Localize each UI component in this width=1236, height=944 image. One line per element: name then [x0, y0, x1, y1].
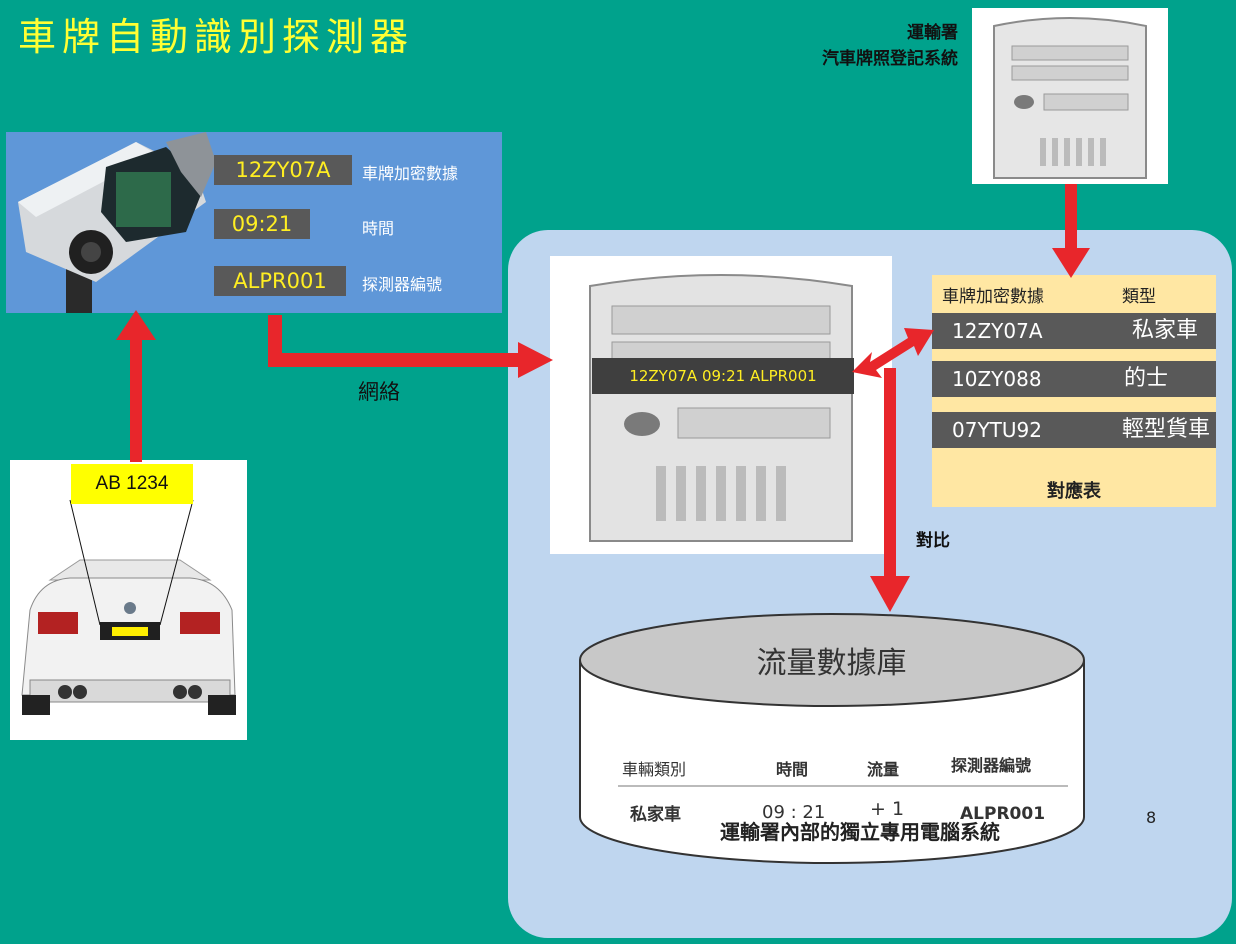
detector-id-label: 探測器編號 [362, 275, 443, 294]
db-value-detector: ALPR001 [960, 804, 1046, 824]
arrow-licensing-to-table [1065, 184, 1077, 254]
plate-callout-lines [69, 499, 194, 626]
mapping-type: 輕型貨車 [1121, 417, 1210, 442]
slide-title: 車牌自動識別探測器 [18, 15, 415, 59]
plate-data-label: 車牌加密數據 [362, 164, 459, 183]
arrow-network-horizontal [268, 353, 524, 367]
db-value-category: 私家車 [630, 805, 681, 825]
alpr-camera-illustration [18, 132, 216, 313]
mapping-table: 車牌加密數據 類型 12ZY07A 私家車 10ZY088 的士 07YTU92… [932, 275, 1216, 507]
mapping-row: 12ZY07A 私家車 [932, 313, 1216, 349]
detector-id-value: ALPR001 [214, 266, 346, 296]
mapping-type: 私家車 [1131, 318, 1198, 343]
mapping-row: 10ZY088 的士 [932, 361, 1216, 397]
compare-label: 對比 [916, 531, 950, 551]
db-header-time: 時間 [776, 760, 809, 779]
mapping-type: 的士 [1123, 366, 1168, 391]
slide-number: 8 [1146, 808, 1157, 827]
licensing-system-name: 汽車牌照登記系統 [822, 49, 958, 69]
traffic-database-cylinder [579, 613, 1085, 864]
db-header-category: 車輛類別 [622, 760, 687, 779]
mapping-plate: 12ZY07A [952, 319, 1043, 343]
time-label: 時間 [362, 219, 395, 238]
arrow-network-head [518, 342, 553, 378]
server-icon [993, 17, 1147, 179]
system-name: 運輸署內部的獨立專用電腦系統 [720, 820, 1000, 844]
db-header-detector: 探測器編號 [951, 756, 1032, 775]
network-label: 網絡 [358, 380, 400, 404]
central-server [550, 256, 892, 554]
licensing-server [972, 8, 1168, 184]
transport-dept-label: 運輸署 汽車牌照登記系統 [748, 20, 958, 72]
car-photo [10, 460, 247, 740]
database-title: 流量數據庫 [756, 646, 907, 681]
server-record-strip: 12ZY07A 09:21 ALPR001 [592, 358, 854, 394]
plate-callout-label: AB 1234 [71, 464, 193, 504]
db-header-flow: 流量 [867, 760, 900, 779]
transport-dept-name: 運輸署 [907, 23, 958, 43]
arrow-compare-to-database [884, 368, 896, 580]
mapping-header-plate: 車牌加密數據 [942, 287, 1044, 307]
mapping-table-caption: 對應表 [1047, 481, 1101, 502]
db-value-time: 09 : 21 [762, 802, 826, 823]
arrow-car-to-camera-head [116, 310, 156, 340]
mapping-header-type: 類型 [1122, 287, 1156, 307]
arrow-server-table-double [852, 328, 934, 378]
time-value: 09:21 [214, 209, 310, 239]
arrow-licensing-to-table-head [1052, 248, 1090, 278]
db-value-flow: + 1 [870, 798, 905, 820]
camera-panel: 12ZY07A 車牌加密數據 09:21 時間 ALPR001 探測器編號 [6, 132, 502, 313]
mapping-plate: 10ZY088 [952, 367, 1042, 391]
server-icon [589, 274, 853, 542]
mapping-plate: 07YTU92 [952, 418, 1042, 442]
mapping-row: 07YTU92 輕型貨車 [932, 412, 1216, 448]
plate-data-value: 12ZY07A [214, 155, 352, 185]
car-rear-illustration [21, 559, 236, 715]
arrow-compare-to-database-head [870, 576, 910, 612]
arrow-car-to-camera [130, 336, 142, 462]
